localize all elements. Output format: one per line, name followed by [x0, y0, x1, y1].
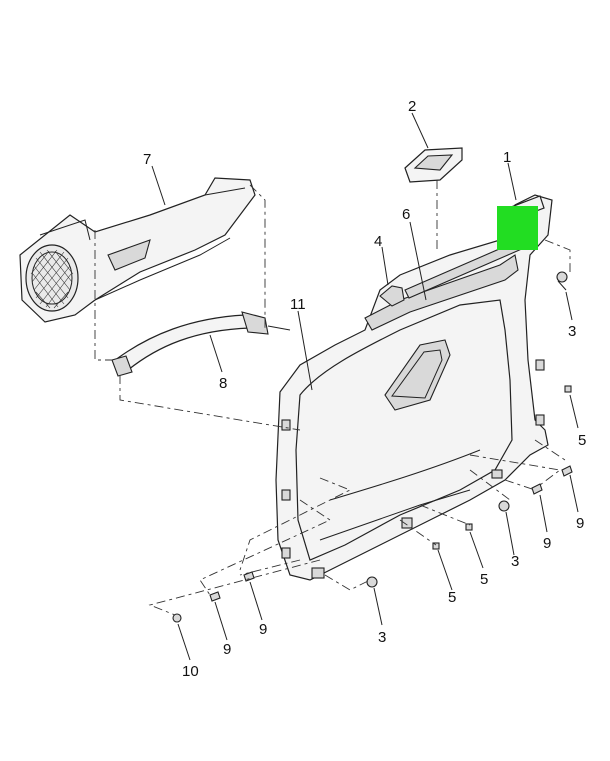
clip-9-a	[561, 465, 573, 477]
part-8-pull-strap	[111, 311, 291, 377]
fasteners	[172, 271, 573, 623]
callout-1: 1	[503, 149, 511, 166]
callout-2: 2	[408, 98, 416, 115]
callout-4: 4	[374, 233, 382, 250]
callout-10: 10	[182, 663, 199, 680]
speaker-grille-icon	[25, 244, 79, 312]
clip-3-mid	[498, 500, 510, 512]
callout-11: 11	[290, 296, 306, 313]
callout-9: 9	[259, 621, 267, 638]
assembly-lines	[94, 180, 571, 616]
callout-6: 6	[402, 206, 410, 223]
clip-5-lower	[432, 542, 440, 550]
callout-8: 8	[219, 375, 227, 392]
clip-5-right	[564, 385, 572, 393]
callout-9: 9	[576, 515, 584, 532]
callout-labels: 1 2 3 3 3 4 5 5 5 6 7 8 9 9 9 9 10 11	[143, 98, 586, 680]
highlight-part-1	[497, 206, 538, 250]
callout-3: 3	[511, 553, 519, 570]
callout-5: 5	[448, 589, 456, 606]
clip-9-d	[209, 591, 221, 602]
clip-9-b	[531, 483, 543, 495]
clip-3-upper	[556, 271, 568, 291]
callout-9: 9	[223, 641, 231, 658]
clip-5-mid	[465, 523, 473, 531]
callout-5: 5	[480, 571, 488, 588]
part-7-speaker-trim	[19, 177, 256, 323]
callout-9: 9	[543, 535, 551, 552]
callout-3: 3	[568, 323, 576, 340]
door-trim-panel	[275, 194, 553, 581]
callout-leaders	[151, 112, 579, 661]
callout-5: 5	[578, 432, 586, 449]
callout-3: 3	[378, 629, 386, 646]
nut-10	[172, 613, 182, 623]
part-2-bezel	[404, 147, 463, 183]
callout-7: 7	[143, 151, 151, 168]
clip-9-c	[243, 571, 255, 582]
clip-3-lower	[366, 576, 378, 588]
